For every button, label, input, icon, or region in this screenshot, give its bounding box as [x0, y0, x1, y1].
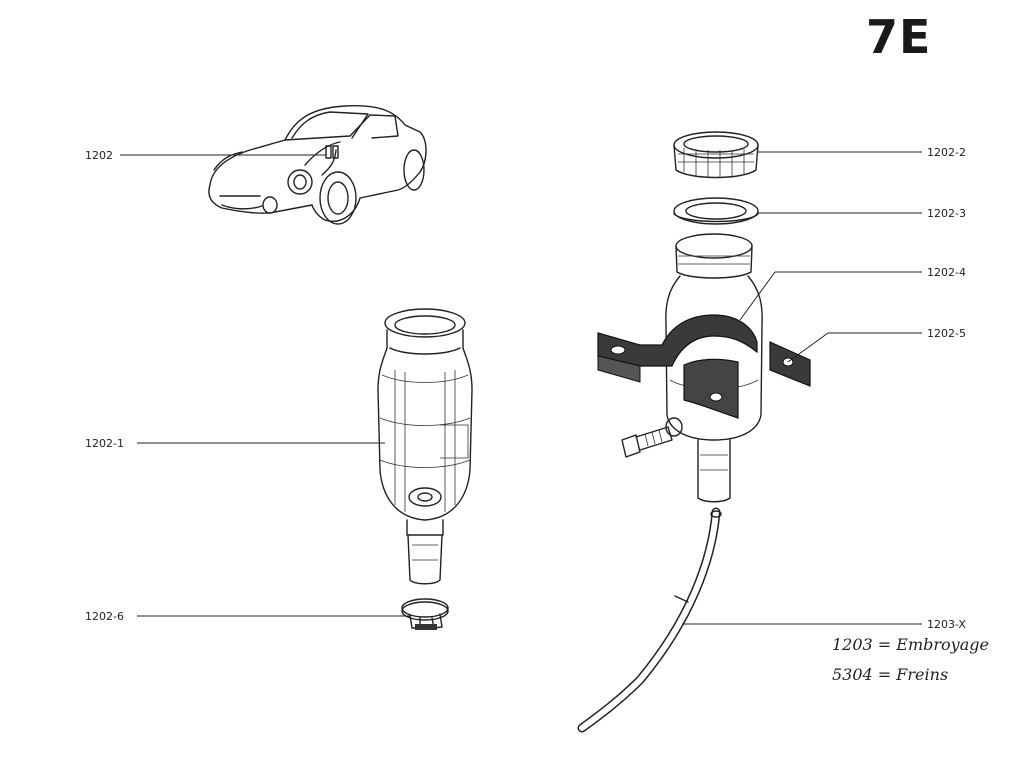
- callout-1202-1: 1202-1: [85, 437, 124, 450]
- handwritten-note-2: 5304 = Freins: [832, 665, 948, 684]
- hose-clamp: [401, 598, 449, 630]
- callout-1202-4: 1202-4: [927, 266, 966, 279]
- cap-gasket: [673, 197, 759, 225]
- car-illustration: [208, 104, 427, 225]
- hose: [577, 507, 722, 733]
- reservoir-bottle: [665, 233, 763, 503]
- page-label: 7E: [866, 10, 932, 64]
- mounting-bracket: [597, 314, 758, 419]
- fluid-reservoir: [377, 308, 473, 585]
- leader-lines: [120, 151, 922, 625]
- callout-1202: 1202: [85, 149, 113, 162]
- callout-1202-5: 1202-5: [927, 327, 966, 340]
- mounting-plate: [769, 341, 811, 387]
- callout-1203: 1203-X: [927, 618, 966, 631]
- reservoir-cap: [673, 131, 759, 179]
- bolt: [621, 417, 683, 458]
- handwritten-note-1: 1203 = Embroyage: [832, 635, 989, 654]
- callout-1202-3: 1202-3: [927, 207, 966, 220]
- callout-1202-2: 1202-2: [927, 146, 966, 159]
- callout-1202-6: 1202-6: [85, 610, 124, 623]
